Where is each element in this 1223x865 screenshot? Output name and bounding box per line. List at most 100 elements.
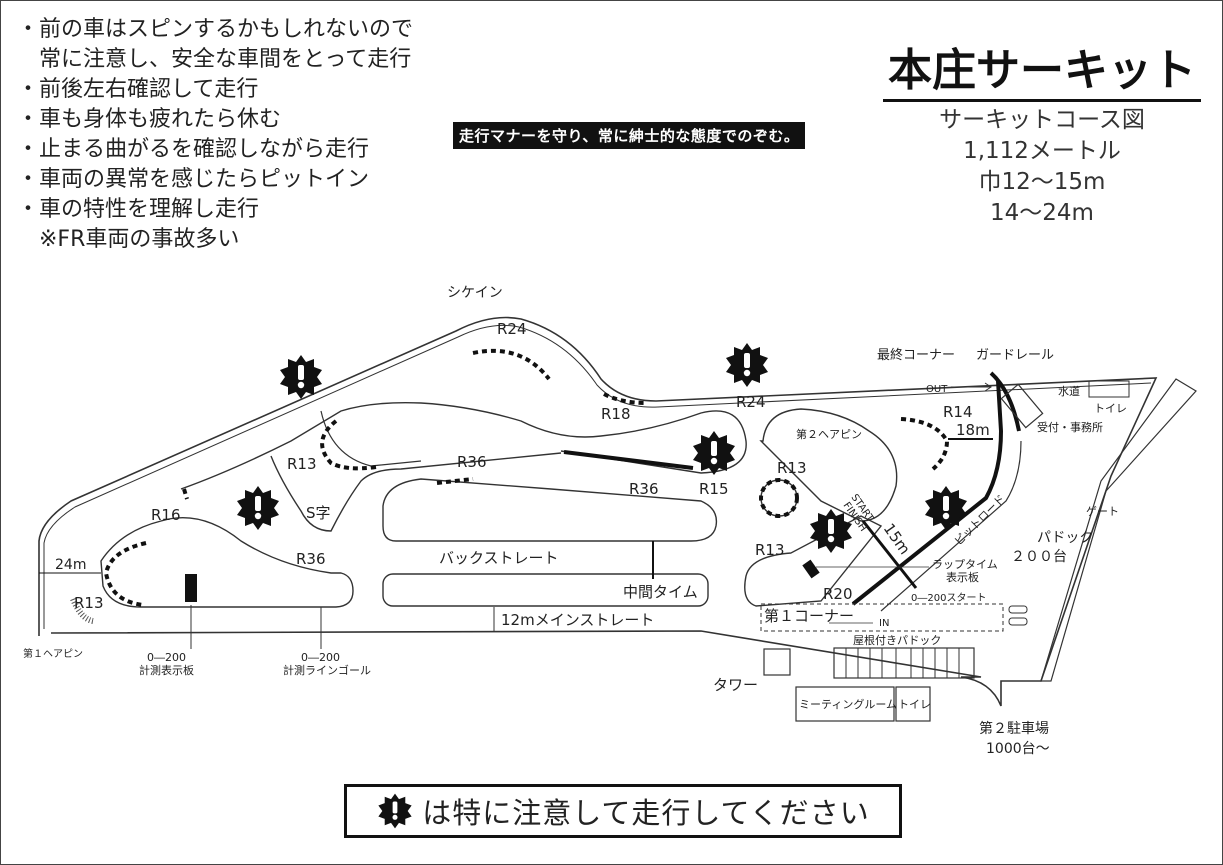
track-r16-section <box>100 517 354 608</box>
curb-s <box>182 488 189 500</box>
corner-one-label: 第１コーナー <box>764 607 854 625</box>
toilet-top-label: トイレ <box>1094 402 1127 415</box>
mid-time-label: 中間タイム <box>623 583 698 601</box>
out-label: OUT <box>926 384 948 395</box>
hairpin-one-hatch <box>70 597 94 624</box>
water-label: 水道 <box>1058 384 1080 398</box>
r15-label: R15 <box>699 480 729 498</box>
lap-board-sublabel: 表示板 <box>946 570 979 584</box>
manner-banner: 走行マナーを守り、常に紳士的な態度でのぞむ。 <box>453 122 806 149</box>
course-info: サーキットコース図 1,112メートル 巾12〜15m 14〜24m <box>883 105 1201 229</box>
main-straight-island <box>382 573 709 607</box>
hairpin-two-label: 第２ヘアピン <box>796 427 862 441</box>
r18-label: R18 <box>601 405 631 423</box>
corner-one-island <box>744 515 883 607</box>
caution-text: は特に注意して走行してください <box>422 796 870 830</box>
pit-road-wall <box>880 440 1022 612</box>
parking-label: 第２駐車場 <box>979 720 1049 737</box>
r24-top-label: R24 <box>497 320 527 338</box>
page-title: 本庄サーキット <box>883 45 1201 102</box>
lap-time-board <box>802 559 820 579</box>
main-straight-label: 12mメインストレート <box>501 611 654 629</box>
pit-road <box>851 380 1004 606</box>
guard-rail <box>989 371 1021 432</box>
warning-icon <box>237 486 279 530</box>
paddock-label: パドック <box>1037 530 1093 546</box>
width-15m-label: 15m <box>880 520 914 558</box>
note-item: ・車両の異常を感じたらピットイン <box>17 167 370 192</box>
note-item: 常に注意し、安全な車間をとって走行 <box>17 47 412 72</box>
course-width-range: 14〜24m <box>990 200 1094 226</box>
r16-label: R16 <box>151 506 181 524</box>
track-inner-loop <box>180 401 747 490</box>
goal-200-sublabel: 計測ラインゴール <box>283 663 371 677</box>
pit-equipment <box>1008 605 1028 614</box>
r13-left-label: R13 <box>287 455 317 473</box>
tower-building <box>763 648 791 676</box>
curb-chicane <box>472 348 551 381</box>
curb-r36 <box>436 477 474 485</box>
curb-r18 <box>603 392 647 405</box>
start-200-label: 0―200スタート <box>911 592 986 604</box>
r20-label: R20 <box>823 585 853 603</box>
warning-icon <box>378 793 412 829</box>
track-s-section <box>270 452 562 532</box>
track-chicane-inner <box>320 410 422 467</box>
width-18m-label: 18m <box>956 421 990 439</box>
pit-equipment <box>1008 617 1028 626</box>
track-outer-edge <box>38 316 1158 707</box>
r36-mid-label: R36 <box>457 453 487 471</box>
lap-board-label: ラップタイム <box>932 558 998 571</box>
r13-inner-curbing <box>759 478 799 518</box>
goal-200-label: 0―200 <box>301 651 340 664</box>
note-item: ・止まる曲がるを確認しながら走行 <box>17 137 370 162</box>
safety-notes: ・前の車はスピンするかもしれないので 常に注意し、安全な車間をとって走行 ・前後… <box>17 15 413 255</box>
curb-r14 <box>900 417 950 471</box>
timing-board-200 <box>185 574 197 602</box>
start-200-zone <box>760 603 1004 632</box>
curb-r13-left <box>320 419 377 471</box>
r36-low-label: R36 <box>296 550 326 568</box>
course-info-label: サーキットコース図 <box>939 107 1145 133</box>
chicane-label: シケイン <box>447 285 503 301</box>
hairpin-two-island <box>759 408 898 522</box>
guardrail-label: ガードレール <box>976 348 1054 363</box>
note-item: ・前の車はスピンするかもしれないので <box>17 17 414 42</box>
s-section-label: S字 <box>306 504 331 522</box>
r13-inner-label: R13 <box>777 459 807 477</box>
start-finish-line <box>861 520 918 589</box>
board-200-sublabel: 計測表示板 <box>139 663 194 677</box>
toilet-bottom-label: トイレ <box>898 698 931 711</box>
r13-lower-label: R13 <box>755 541 785 559</box>
warning-icon <box>925 486 967 530</box>
meeting-room-label: ミーティングルーム <box>799 697 897 711</box>
in-label: IN <box>879 618 889 629</box>
back-straight-label: バックストレート <box>439 549 559 567</box>
caution-banner: は特に注意して走行してください <box>344 784 902 838</box>
back-straight-island <box>382 478 718 542</box>
hairpin-one-label: 第１ヘアピン <box>23 647 83 660</box>
course-width: 巾12〜15m <box>978 169 1106 195</box>
roof-paddock-label: 屋根付きパドック <box>853 633 941 647</box>
tower-label: タワー <box>713 676 758 694</box>
course-length: 1,112メートル <box>963 138 1121 164</box>
paddock-capacity: ２００台 <box>1011 549 1067 565</box>
note-item: ・前後左右確認して走行 <box>17 77 259 102</box>
r36-right-label: R36 <box>629 480 659 498</box>
note-item: ※FR車両の事故多い <box>17 227 240 252</box>
r24-right-label: R24 <box>736 393 766 411</box>
roof-paddock <box>833 647 975 679</box>
width-24m-label: 24m <box>55 557 86 573</box>
gate-label: ゲート <box>1086 505 1119 518</box>
out-arrowhead <box>984 382 992 392</box>
note-item: ・車の特性を理解し走行 <box>17 197 260 222</box>
barrier-r15 <box>563 450 694 470</box>
r13-hairpin-label: R13 <box>74 594 104 612</box>
parking-capacity: 1000台〜 <box>986 741 1050 757</box>
meeting-room <box>795 686 895 722</box>
note-item: ・車も身体も疲れたら休む <box>17 107 282 132</box>
r14-label: R14 <box>943 403 973 421</box>
warning-icon <box>810 509 852 553</box>
toilet-building-top <box>1088 380 1130 398</box>
